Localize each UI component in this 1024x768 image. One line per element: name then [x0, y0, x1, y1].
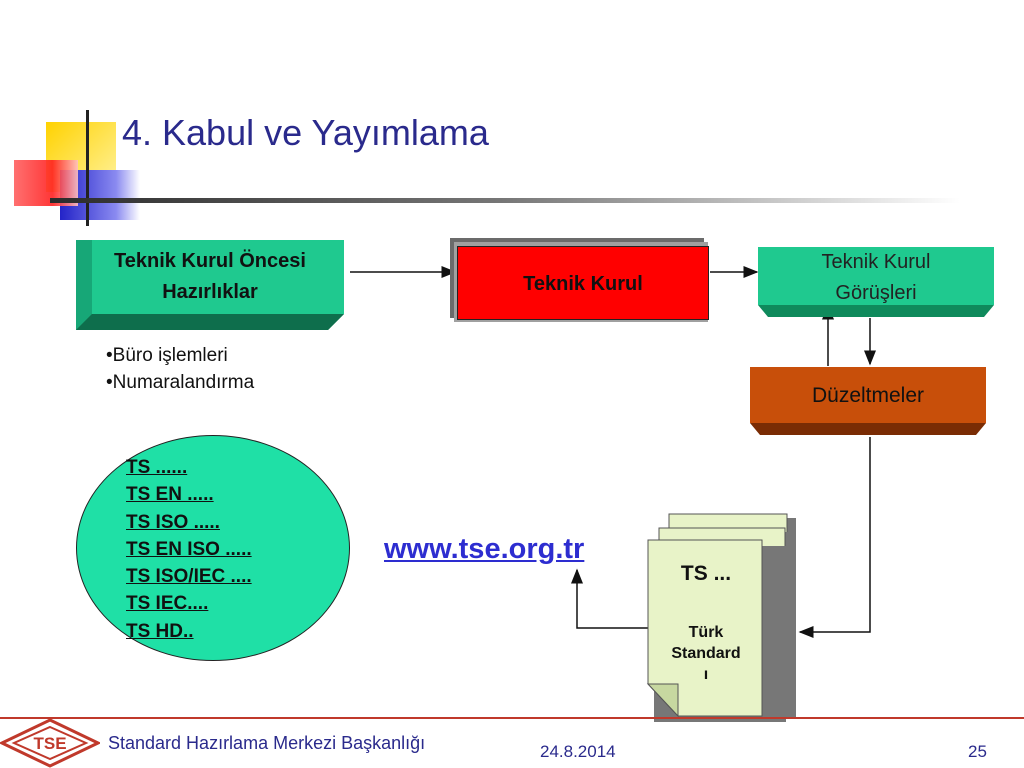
arrow-duzelt-to-doc — [798, 437, 871, 638]
footer-date: 24.8.2014 — [540, 742, 616, 761]
bullet-list: •Büro işlemleri •Numaralandırma — [106, 342, 254, 396]
box-gorus-line1: Teknik Kurul — [821, 251, 931, 273]
box-duzelt-label: Düzeltmeler — [811, 384, 925, 407]
document-line3: ı — [703, 666, 709, 683]
ts-type-item: TS EN ISO ..... — [126, 538, 252, 560]
page-title: 4. Kabul ve Yayımlama — [122, 112, 489, 153]
document-line2: Standard — [671, 645, 741, 662]
bullet-item: •Numaralandırma — [106, 372, 255, 393]
document-line1: Türk — [688, 624, 724, 641]
corner-decoration — [0, 110, 150, 230]
document-stack-icon — [646, 513, 796, 722]
box-teknik-kurul-gorusleri: Teknik Kurul Görüşleri — [758, 247, 994, 319]
box-oncesi-shape — [76, 240, 344, 330]
footer-organization: Standard Hazırlama Merkezi Başkanlığı — [108, 733, 426, 753]
vertical-line — [86, 110, 89, 226]
box-gorus-shape — [758, 247, 994, 317]
tse-logo-text: TSE — [33, 734, 66, 753]
box-oncesi-line1: Teknik Kurul Öncesi — [114, 250, 306, 272]
ts-types-list: TS ...... TS EN ..... TS ISO ..... TS EN… — [126, 454, 252, 645]
tse-logo: TSE — [0, 718, 100, 768]
ts-type-item: TS ...... — [126, 457, 188, 478]
ts-type-item: TS EN ..... — [126, 484, 214, 506]
box-kurul-label: Teknik Kurul — [523, 273, 643, 295]
box-gorus-line2: Görüşleri — [835, 282, 917, 304]
box-duzeltmeler: Düzeltmeler — [750, 367, 986, 437]
ts-types-ellipse — [76, 435, 350, 661]
box-oncesi-line2: Hazırlıklar — [162, 281, 258, 303]
box-teknik-kurul-oncesi: Teknik Kurul Öncesi Hazırlıklar — [76, 240, 344, 330]
ts-type-item: TS ISO ..... — [126, 511, 220, 533]
page-number: 25 — [968, 742, 987, 761]
document-ts-label: TS ... — [680, 562, 732, 585]
ts-type-item: TS IEC.... — [126, 593, 209, 615]
bullet-item: •Büro işlemleri — [106, 345, 228, 366]
arrow-doc-to-url — [571, 568, 648, 629]
ts-type-item: TS HD.. — [126, 620, 194, 642]
footer-divider — [0, 717, 1024, 719]
tse-website-link[interactable]: www.tse.org.tr — [384, 533, 585, 565]
box-teknik-kurul: Teknik Kurul — [450, 238, 710, 322]
document-standard-label: Türk Standard ı — [652, 622, 760, 685]
ts-type-item: TS ISO/IEC .... — [126, 566, 252, 588]
box-duzelt-shape — [750, 367, 986, 435]
title-underline — [50, 198, 960, 203]
